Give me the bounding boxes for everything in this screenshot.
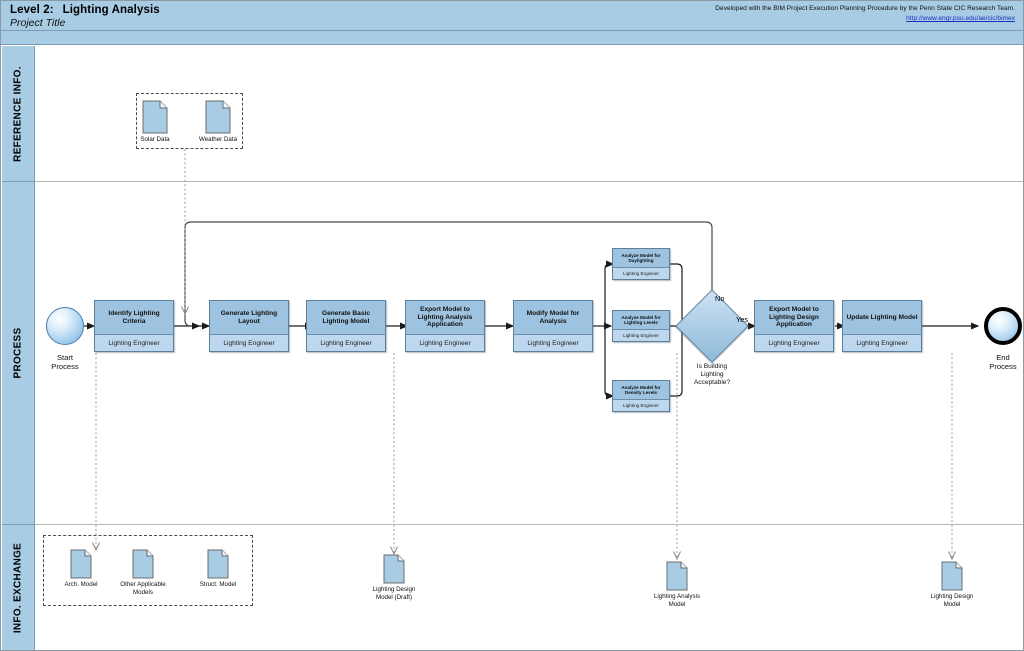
document-label-line1: Lighting Design (930, 593, 974, 600)
lane-body-info-exchange (35, 525, 1023, 650)
title-bar-strip (1, 31, 1023, 45)
task-role: Lighting Engineer (623, 271, 659, 277)
document-icon (383, 554, 405, 584)
start-event[interactable] (46, 307, 84, 345)
task-export-model-to-lighting-design-application[interactable]: Export Model to Lighting Design Applicat… (754, 300, 834, 352)
document-icon (70, 549, 92, 579)
document-icon (941, 561, 963, 591)
flow-label-no: No (715, 294, 725, 303)
gateway-label-line1: Is Building (696, 363, 728, 370)
task-title: Generate Basic Lighting Model (307, 301, 385, 335)
document-arch-model[interactable]: Arch. Model (64, 549, 98, 588)
document-label-line1: Lighting Analysis (653, 593, 701, 600)
page-title: Level 2: Lighting Analysis (10, 4, 160, 16)
task-analyze-model-for-daylighting[interactable]: Analyze Model for Daylighting Lighting E… (612, 248, 670, 280)
document-icon (142, 100, 168, 134)
lane-header-reference-info: REFERENCE INFO. (2, 46, 35, 182)
info-exchange-group-box (43, 535, 253, 606)
association-lines (96, 149, 952, 558)
start-event-label: Start Process (25, 353, 105, 372)
end-label-line1: End (996, 353, 1010, 362)
document-other-applicable-models[interactable]: Other Applicable Models (120, 549, 166, 596)
document-icon (207, 549, 229, 579)
task-generate-basic-lighting-model[interactable]: Generate Basic Lighting Model Lighting E… (306, 300, 386, 352)
task-analyze-model-for-density-levels[interactable]: Analyze Model for Density Levels Lightin… (612, 380, 670, 412)
document-label: Struct. Model (199, 581, 237, 588)
level-label: Level 2: (10, 4, 54, 16)
document-label: Arch. Model (64, 581, 98, 588)
lane-header-process: PROCESS (2, 182, 35, 525)
lane-header-info-exchange: INFO. EXCHANGE (2, 525, 35, 650)
document-label-line1: Other Applicable (120, 581, 166, 588)
task-role: Lighting Engineer (856, 339, 908, 347)
document-label-line2: Model (943, 601, 961, 608)
document-struct-model[interactable]: Struct. Model (200, 549, 236, 588)
task-title: Update Lighting Model (843, 301, 921, 335)
document-solar-data[interactable]: Solar Data (140, 100, 170, 143)
document-lighting-design-model[interactable]: Lighting Design Model (931, 561, 973, 608)
task-title: Generate Lighting Layout (210, 301, 288, 335)
task-update-lighting-model[interactable]: Update Lighting Model Lighting Engineer (842, 300, 922, 352)
end-event-label: End Process (963, 353, 1023, 372)
source-link[interactable]: http://www.engr.psu.edu/ae/cic/bimex (906, 15, 1015, 22)
gateway-label-line2: Lighting (700, 371, 724, 379)
document-icon (132, 549, 154, 579)
task-title: Analyze Model for Lighting Levels (613, 311, 669, 330)
feedback-loop-connector (184, 221, 713, 330)
gateway-label: Is Building Lighting Acceptable? (672, 363, 752, 388)
task-generate-lighting-layout[interactable]: Generate Lighting Layout Lighting Engine… (209, 300, 289, 352)
task-title: Modify Model for Analysis (514, 301, 592, 335)
task-role: Lighting Engineer (419, 339, 471, 347)
task-role: Lighting Engineer (223, 339, 275, 347)
task-role: Lighting Engineer (623, 333, 659, 339)
document-icon (205, 100, 231, 134)
lane-body-process (35, 182, 1023, 525)
start-label-line1: Start (56, 353, 74, 362)
task-title: Export Model to Lighting Design Applicat… (755, 301, 833, 335)
credit-text: Developed with the BIM Project Execution… (715, 5, 1015, 12)
document-icon (666, 561, 688, 591)
task-role: Lighting Engineer (108, 339, 160, 347)
task-analyze-model-for-lighting-levels[interactable]: Analyze Model for Lighting Levels Lighti… (612, 310, 670, 342)
flow-label-yes: Yes (736, 315, 749, 324)
task-identify-lighting-criteria[interactable]: Identify Lighting Criteria Lighting Engi… (94, 300, 174, 352)
end-event[interactable] (984, 307, 1022, 345)
task-role: Lighting Engineer (320, 339, 372, 347)
title-text: Lighting Analysis (62, 4, 160, 16)
document-label-line2: Model (668, 601, 686, 608)
task-export-model-to-lighting-analysis-application[interactable]: Export Model to Lighting Analysis Applic… (405, 300, 485, 352)
task-title: Analyze Model for Daylighting (613, 249, 669, 268)
task-title: Analyze Model for Density Levels (613, 381, 669, 400)
document-label-line2: Model (Draft) (375, 594, 413, 601)
task-title: Export Model to Lighting Analysis Applic… (406, 301, 484, 335)
document-lighting-design-model-draft[interactable]: Lighting Design Model (Draft) (373, 554, 415, 601)
gateway-label-line3: Acceptable? (693, 379, 731, 387)
document-lighting-analysis-model[interactable]: Lighting Analysis Model (654, 561, 700, 608)
title-bar: Level 2:Lighting Analysis Project Title … (1, 1, 1023, 31)
task-modify-model-for-analysis[interactable]: Modify Model for Analysis Lighting Engin… (513, 300, 593, 352)
reference-info-group-box (136, 93, 243, 149)
project-subtitle: Project Title (10, 17, 66, 29)
document-label-line2: Models (133, 589, 153, 596)
document-label-line1: Lighting Design (372, 586, 416, 593)
document-label: Weather Data (198, 136, 238, 143)
task-role: Lighting Engineer (527, 339, 579, 347)
task-role: Lighting Engineer (768, 339, 820, 347)
start-label-line2: Process (51, 362, 79, 372)
task-title: Identify Lighting Criteria (95, 301, 173, 335)
document-weather-data[interactable]: Weather Data (199, 100, 237, 143)
task-role: Lighting Engineer (623, 403, 659, 409)
lane-body-reference-info (35, 46, 1023, 182)
end-label-line2: Process (989, 362, 1017, 372)
document-label: Solar Data (140, 136, 170, 143)
